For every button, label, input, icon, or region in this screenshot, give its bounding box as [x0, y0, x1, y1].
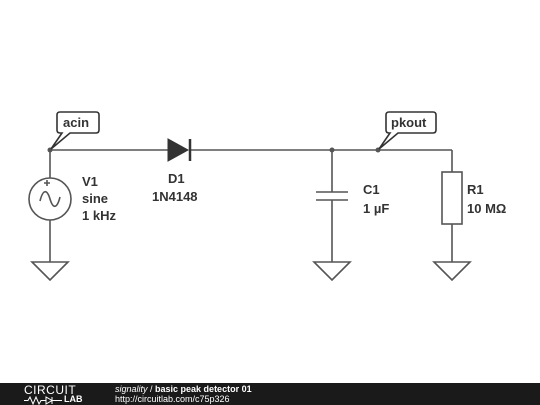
- c1-capacitor: [316, 191, 348, 201]
- source-circle: [28, 177, 72, 221]
- logo-text-lab: LAB: [64, 394, 83, 404]
- author-link[interactable]: signality: [115, 384, 148, 394]
- ground-icon: [432, 261, 472, 282]
- net-label-flag: [50, 111, 100, 150]
- breadcrumb-separator: /: [147, 384, 156, 394]
- resistor-body: [441, 171, 463, 225]
- d1-diode: [167, 138, 192, 162]
- v1-sine-source: [28, 177, 72, 221]
- v1-ref-label: V1: [82, 174, 98, 189]
- circuitlab-logo[interactable]: CIRCUIT LAB: [24, 383, 96, 405]
- diode-triangle: [167, 138, 190, 162]
- resistor-diode-logo-icon: [24, 396, 62, 405]
- ground-icon: [30, 261, 70, 282]
- footer-bar: CIRCUIT LAB signality / basic peak detec…: [0, 383, 540, 405]
- ground-symbols: [30, 261, 472, 282]
- circuit-url-link[interactable]: http://circuitlab.com/c75p326: [115, 394, 230, 404]
- wires: [49, 149, 453, 262]
- v1-type-label: sine: [82, 191, 108, 206]
- ground-icon: [312, 261, 352, 282]
- d1-part-label: 1N4148: [152, 189, 198, 204]
- net-label-pkout-text: pkout: [391, 115, 427, 130]
- c1-ref-label: C1: [363, 182, 380, 197]
- r1-resistor: [441, 171, 463, 225]
- plus-sign: [44, 180, 50, 186]
- net-label-flag: [378, 111, 437, 150]
- r1-value-label: 10 MΩ: [467, 201, 506, 216]
- schematic-diagram: V1 sine 1 kHz D1 1N4148 C1 1 µF R1 10 MΩ…: [28, 111, 506, 282]
- r1-ref-label: R1: [467, 182, 484, 197]
- sine-wave-icon: [39, 190, 61, 208]
- c1-value-label: 1 µF: [363, 201, 389, 216]
- net-label-pkout: pkout: [378, 111, 437, 150]
- logo-text-circuit: CIRCUIT: [24, 383, 77, 397]
- d1-ref-label: D1: [168, 171, 185, 186]
- circuit-info: signality / basic peak detector 01 http:…: [115, 384, 252, 404]
- net-label-acin-text: acin: [63, 115, 89, 130]
- net-label-acin: acin: [50, 111, 100, 150]
- junction-cap: [329, 147, 335, 153]
- v1-freq-label: 1 kHz: [82, 208, 116, 223]
- circuit-title: basic peak detector 01: [155, 384, 252, 394]
